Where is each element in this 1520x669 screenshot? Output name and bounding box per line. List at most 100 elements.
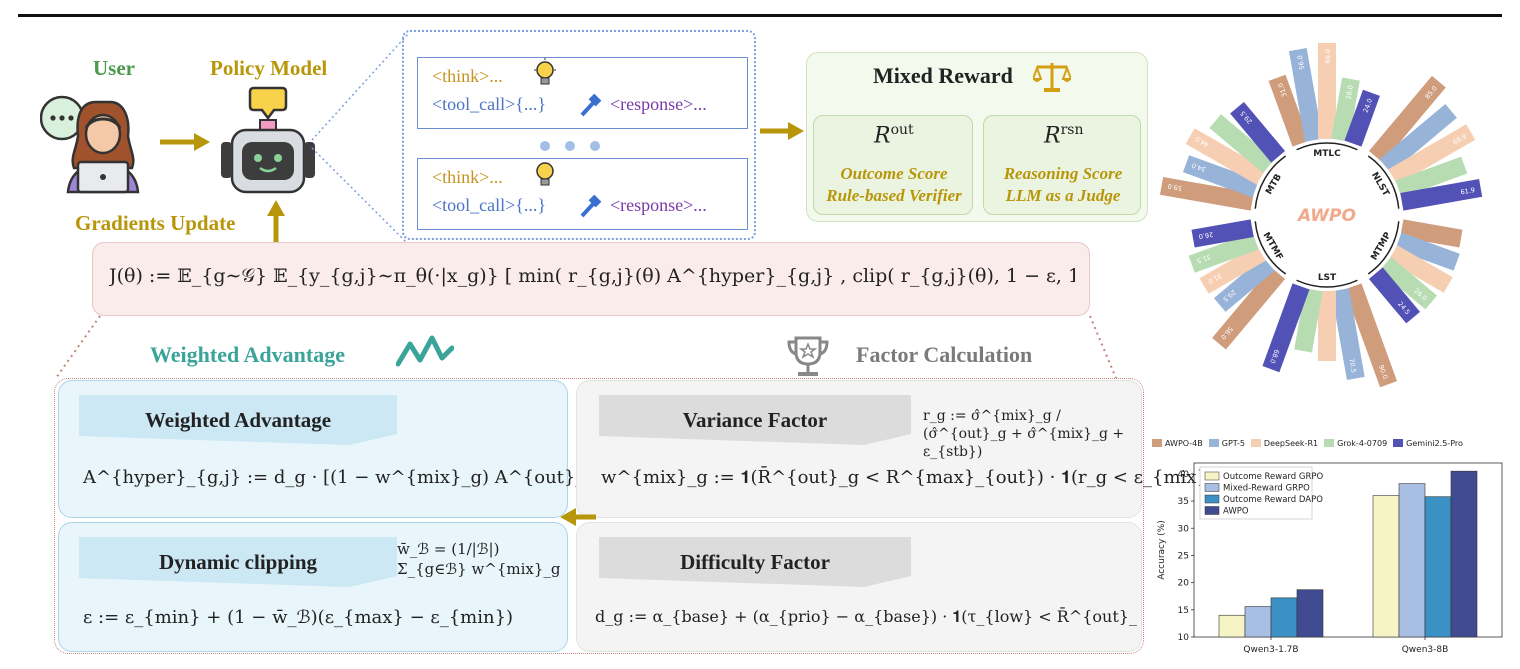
- radial-bar: 44.0: [1185, 128, 1266, 185]
- radial-bar-rect: [1182, 155, 1259, 198]
- radial-bar-value: 59.0: [1167, 182, 1183, 192]
- radial-bar-rect: [1368, 75, 1446, 163]
- radial-bar: [1388, 245, 1453, 293]
- mixed-reward-box: Mixed Reward Rout Outcome Score Rule-bas…: [806, 52, 1148, 222]
- response-tag: <response>...: [610, 195, 707, 215]
- radial-bar-rect: [1294, 288, 1323, 353]
- bar: [1424, 496, 1452, 638]
- trace-group: [402, 30, 756, 240]
- objective-formula: J(θ) := 𝔼_{g∼𝒢} 𝔼_{y_{g,j}∼π_θ(·|x_g)} […: [109, 265, 1075, 287]
- gradients-update-label: Gradients Update: [75, 211, 236, 235]
- radial-bar: 24.0: [1344, 89, 1380, 147]
- radial-bar-rect: [1199, 245, 1266, 294]
- radial-group-label: LST: [1318, 273, 1337, 283]
- radial-bar: 29.5: [1213, 256, 1275, 312]
- user-label: User: [93, 56, 135, 80]
- radial-bar: 60.0: [1318, 43, 1336, 139]
- plot-frame: [1193, 462, 1503, 638]
- legend-item: Gemini2.5-Pro: [1393, 439, 1463, 448]
- trophy-icon: [787, 336, 829, 376]
- radial-center-disc: [1253, 141, 1401, 289]
- radial-bar: 56.0: [1288, 47, 1323, 142]
- arrow-gradient-up: [267, 200, 285, 242]
- factor-region: [54, 378, 1144, 654]
- hammer-icon: [580, 94, 602, 117]
- radial-bar: 31.0: [1268, 74, 1310, 147]
- legend-swatch: [1324, 439, 1335, 447]
- y-axis-label: Accuracy (%): [1157, 520, 1167, 580]
- radial-bar: 26.0: [1379, 256, 1437, 310]
- legend-swatch: [1208, 439, 1219, 447]
- radial-bar-rect: [1209, 114, 1275, 174]
- radial-bar: 68.0: [1262, 283, 1310, 373]
- top-rule: [18, 14, 1502, 17]
- trace-box-1: <think>... <tool_call>{...} <response>..…: [417, 57, 748, 129]
- radial-bar: [1209, 114, 1275, 174]
- radial-bar-rect: [1159, 176, 1254, 211]
- radial-center-label: AWPO: [1296, 206, 1356, 226]
- panel-title-variance-factor: Variance Factor: [599, 395, 911, 445]
- bar-legend-swatch: [1204, 483, 1220, 492]
- radial-group-arc: [1254, 155, 1287, 209]
- radial-bar-rect: [1379, 256, 1437, 310]
- radial-bar-rect: [1191, 219, 1254, 248]
- y-tick-label: 20: [1178, 579, 1190, 589]
- radial-bar: 31.0: [1199, 245, 1266, 294]
- radial-bar-rect: [1331, 288, 1365, 381]
- radial-bar: 59.0: [1159, 176, 1254, 211]
- radial-bar-rect: [1331, 77, 1360, 142]
- legend-swatch: [1393, 439, 1404, 447]
- rule-verifier-label: Rule-based Verifier: [826, 186, 962, 205]
- y-tick-label: 15: [1178, 606, 1189, 616]
- legend-swatch: [1250, 439, 1261, 447]
- legend-item: Grok-4-0709: [1324, 439, 1387, 448]
- r-rsn-symbol: R: [1044, 123, 1061, 149]
- panel-weighted-advantage: Weighted Advantage A^{hyper}_{g,j} := d_…: [58, 380, 915, 518]
- bar-legend-label: Mixed-Reward GRPO: [1223, 484, 1310, 494]
- radial-bar-value: 60.0: [1324, 49, 1332, 63]
- robot-icon: [221, 86, 315, 194]
- radial-bar-rect: [1344, 89, 1380, 147]
- panel-title-weighted-advantage: Weighted Advantage: [79, 395, 397, 445]
- radial-bar-rect: [1230, 101, 1286, 163]
- panel-dynamic-clipping: Dynamic clipping w̄_ℬ = (1/|ℬ|) Σ_{g∈ℬ} …: [58, 522, 568, 652]
- radial-bar: [1395, 232, 1460, 271]
- legend-label: DeepSeek-R1: [1263, 438, 1319, 448]
- panel-variance-factor: Variance Factor r_g := σ̂^{mix}_g / (σ̂^…: [576, 380, 1250, 518]
- bar-legend-label: Outcome Reward GRPO: [1223, 472, 1323, 482]
- radial-bar: [1318, 291, 1336, 361]
- radial-bar-rect: [1388, 124, 1476, 185]
- legend-label: AWPO-4B: [1165, 438, 1203, 448]
- llm-judge-label: LLM as a Judge: [1005, 186, 1121, 205]
- radial-bar: 24.5: [1368, 267, 1421, 324]
- factor-calculation-heading: Factor Calculation: [856, 342, 1033, 367]
- response-tag: <response>...: [610, 94, 707, 114]
- x-tick-label: Qwen3-8B: [1402, 645, 1449, 655]
- y-tick-label: 35: [1178, 497, 1189, 507]
- panel-title-dynamic-clipping: Dynamic clipping: [79, 537, 397, 587]
- radial-bar: 68.9: [1388, 124, 1476, 185]
- radial-group-arc: [1367, 221, 1400, 275]
- outcome-score-label: Outcome Score: [840, 164, 948, 183]
- bar: [1372, 495, 1400, 638]
- legend-swatch: [1152, 439, 1162, 447]
- radial-bar-rect: [1213, 256, 1275, 312]
- wbar-formula: w̄_ℬ = (1/|ℬ|) Σ_{g∈ℬ} w^{mix}_g: [397, 540, 561, 578]
- arrow-user-policy: [160, 133, 210, 151]
- radial-bar-rect: [1379, 103, 1457, 174]
- legend-item: GPT-5: [1208, 439, 1245, 448]
- bar: [1218, 614, 1246, 638]
- think-tag: <think>...: [432, 167, 503, 187]
- legend-item: DeepSeek-R1: [1250, 438, 1319, 448]
- r-out-sup: out: [890, 122, 914, 138]
- scale-icon: [1033, 63, 1071, 92]
- bar: [1244, 606, 1272, 638]
- zigzag-icon: [396, 335, 454, 367]
- radial-bar-rect: [1318, 291, 1336, 361]
- radial-bar: 61.9: [1400, 179, 1483, 211]
- difficulty-formula: d_g := α_{base} + (α_{prio} − α_{base}) …: [595, 607, 1137, 626]
- tool-call-tag: <tool_call>{...}: [432, 94, 547, 114]
- bar-legend-label: AWPO: [1223, 507, 1249, 517]
